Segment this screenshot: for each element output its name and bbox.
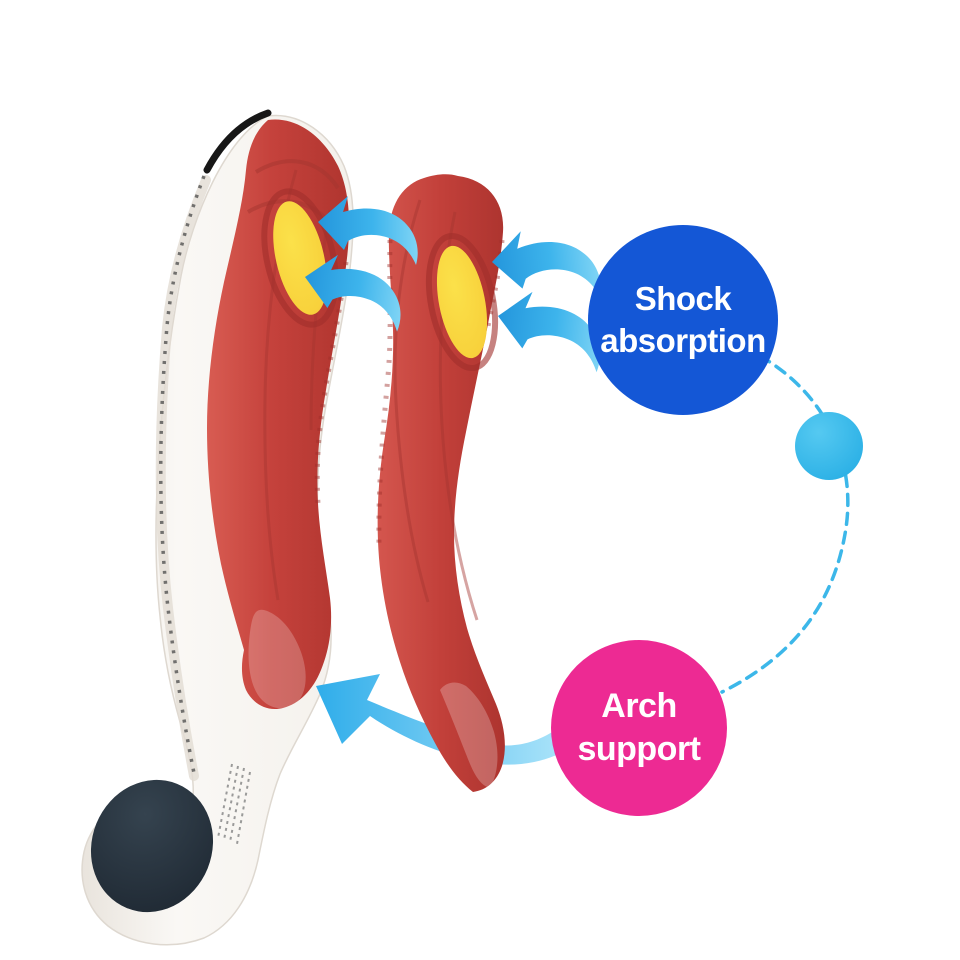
shock-label-line1: Shock (634, 280, 732, 317)
callout-shock-absorption: Shock absorption (588, 225, 778, 415)
heel-gel-pad-right (436, 245, 488, 359)
foam-texture-strip (217, 763, 251, 845)
shock-arrows (305, 196, 601, 373)
arch-gel-highlight (248, 609, 306, 709)
heel-gel-ring-right (425, 232, 499, 372)
connector-dashed-line (720, 354, 850, 694)
insole-left (81, 109, 354, 946)
arch-gel-highlight-right (440, 682, 498, 788)
shock-arrow-icon (305, 254, 401, 332)
outsole-tread-edge-right (376, 239, 505, 545)
toe-cap (90, 779, 214, 913)
shock-arrow-icon (318, 196, 418, 265)
arch-label-line1: Arch (601, 687, 677, 725)
outsole-tread-edge (314, 261, 349, 505)
insole-right (376, 174, 505, 792)
callout-arch-support: Arch support (551, 640, 727, 816)
heel-gel-ring-left (261, 188, 339, 328)
shock-arrow-icon (492, 231, 601, 297)
foam-stitch-edge (159, 175, 206, 779)
shock-arrow-icon (498, 291, 600, 373)
heel-top-edge (203, 109, 272, 174)
connector-dot (795, 412, 863, 480)
shock-label-line2: absorption (600, 322, 766, 359)
arch-label-line2: support (577, 730, 701, 768)
